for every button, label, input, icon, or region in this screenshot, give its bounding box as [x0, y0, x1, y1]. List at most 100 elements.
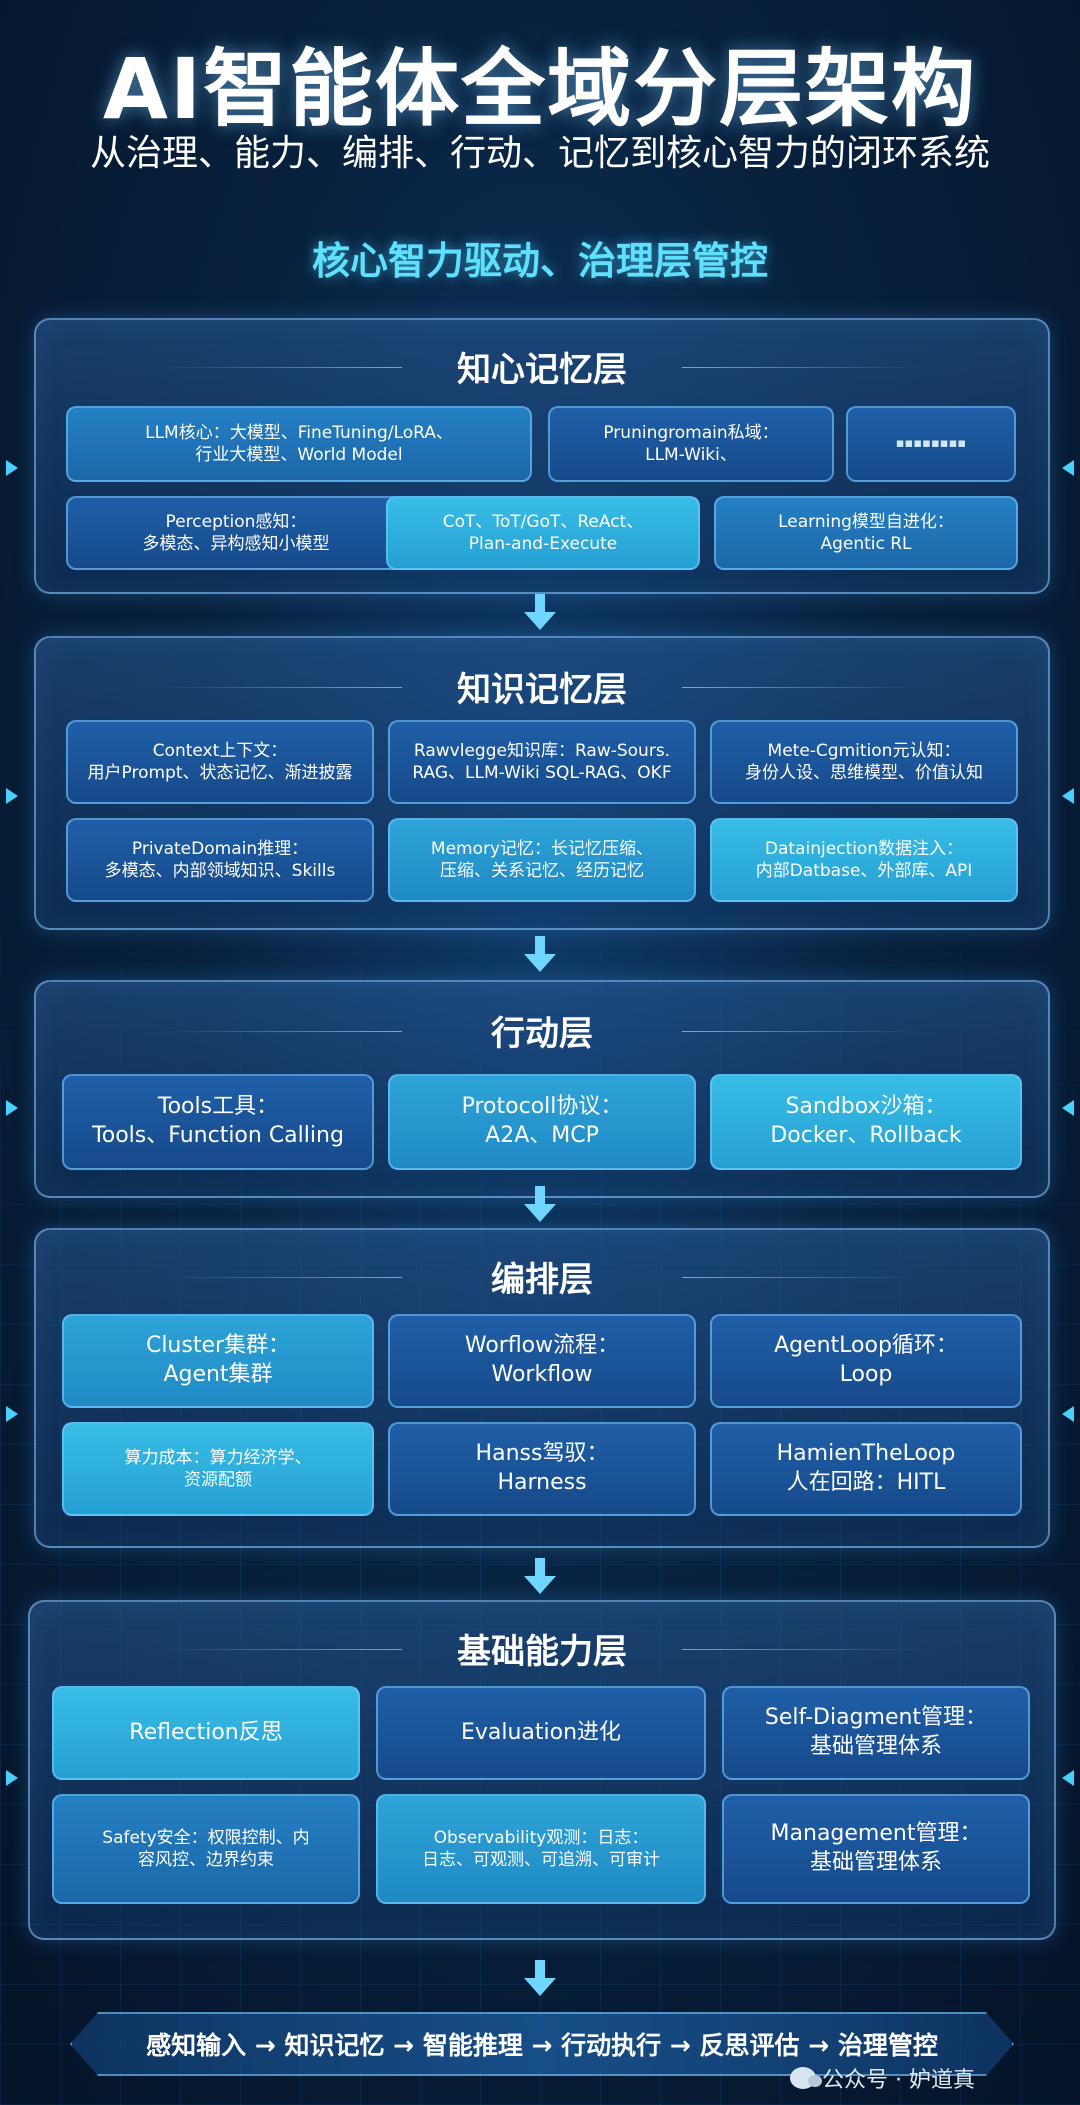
down-arrow-icon [524, 1558, 556, 1594]
layer-box: Perception感知： 多模态、异构感知小模型 [66, 496, 406, 570]
down-arrow-icon [524, 1186, 556, 1222]
box-line-2: 日志、可观测、可追溯、可审计 [422, 1850, 660, 1870]
layer-box: CoT、ToT/GoT、ReAct、 Plan-and-Execute [386, 496, 700, 570]
box-line-2: 人在回路：HITL [786, 1470, 946, 1495]
blurred-text-icon: ▪▪▪▪▪▪▪▪ [895, 435, 967, 451]
box-line-2: Tools、Function Calling [92, 1123, 344, 1148]
box-line-1: Cluster集群： [145, 1333, 291, 1359]
layer-box: Management管理： 基础管理体系 [722, 1794, 1030, 1904]
right-side-arrow-icon [1062, 1406, 1074, 1422]
layer-box: AgentLoop循环： Loop [710, 1314, 1022, 1408]
box-line-1: Worflow流程： [464, 1333, 620, 1359]
down-arrow-icon [524, 594, 556, 630]
box-line-2: 多模态、异构感知小模型 [142, 534, 330, 554]
flow-bar: 感知输入 → 知识记忆 → 智能推理 → 行动执行 → 反思评估 → 治理管控 [70, 2012, 1014, 2076]
layer-box: Memory记忆：长记忆压缩、 压缩、关系记忆、经历记忆 [388, 818, 696, 902]
box-line-2: RAG、LLM-Wiki SQL-RAG、OKF [412, 763, 672, 783]
box-line-1: Management管理： [770, 1821, 982, 1847]
layer-knowledge-memory: 知识记忆层 Context上下文： 用户Prompt、状态记忆、渐进披露 Raw… [34, 636, 1050, 930]
box-line-1: Evaluation进化 [460, 1719, 622, 1745]
layer-box: Evaluation进化 [376, 1686, 706, 1780]
layer-box: LLM核心：大模型、FineTuning/LoRA、 行业大模型、World M… [66, 406, 532, 482]
wechat-icon [790, 2067, 822, 2089]
layer-title: 编排层 [36, 1252, 1048, 1301]
box-line-1: Pruningromain私域： [603, 422, 779, 443]
right-side-arrow-icon [1062, 788, 1074, 804]
watermark-text: 公众号 · 妒道真 [822, 2068, 975, 2093]
box-line-2: Workflow [491, 1362, 593, 1387]
layer-box: Tools工具： Tools、Function Calling [62, 1074, 374, 1170]
box-line-1: 算力成本：算力经济学、 [124, 1447, 312, 1468]
left-side-arrow-icon [6, 1770, 18, 1786]
right-side-arrow-icon [1062, 460, 1074, 476]
down-arrow-icon [524, 936, 556, 972]
layer-box: Self-Diagment管理： 基础管理体系 [722, 1686, 1030, 1780]
box-line-1: PrivateDomain推理： [131, 838, 309, 859]
box-line-2: Harness [497, 1470, 587, 1495]
layer-box: Datainjection数据注入： 内部Datbase、外部库、API [710, 818, 1018, 902]
box-line-1: CoT、ToT/GoT、ReAct、 [442, 511, 644, 532]
box-line-2: 多模态、内部领域知识、Skills [104, 861, 336, 881]
layer-foundation: 基础能力层 Reflection反思 Evaluation进化 Self-Dia… [28, 1600, 1056, 1940]
right-side-arrow-icon [1062, 1770, 1074, 1786]
page-title: AI智能体全域分层架构 [102, 40, 978, 138]
layer-box: Hanss驾驭： Harness [388, 1422, 696, 1516]
down-arrow-icon [524, 1960, 556, 1996]
layer-box: Sandbox沙箱： Docker、Rollback [710, 1074, 1022, 1170]
flow-text: 感知输入 → 知识记忆 → 智能推理 → 行动执行 → 反思评估 → 治理管控 [146, 2031, 938, 2060]
layer-title: 知心记忆层 [36, 342, 1048, 391]
layer-box-blurred: ▪▪▪▪▪▪▪▪ [846, 406, 1016, 482]
box-line-2: 基础管理体系 [809, 1734, 942, 1759]
layer-box: Pruningromain私域： LLM-Wiki、 [548, 406, 834, 482]
box-line-2: LLM-Wiki、 [645, 445, 737, 465]
tagline: 核心智力驱动、治理层管控 [311, 239, 768, 283]
layer-box: Learning模型自进化： Agentic RL [714, 496, 1018, 570]
box-line-1: Self-Diagment管理： [764, 1705, 988, 1731]
box-line-2: Docker、Rollback [770, 1123, 962, 1148]
box-line-1: Hanss驾驭： [475, 1441, 609, 1467]
box-line-2: 基础管理体系 [809, 1850, 942, 1875]
box-line-1: HamienTheLoop [776, 1441, 956, 1467]
box-line-1: Tools工具： [157, 1094, 279, 1120]
box-line-2: 用户Prompt、状态记忆、渐进披露 [87, 763, 353, 783]
box-line-2: 行业大模型、World Model [195, 445, 403, 465]
page-subtitle: 从治理、能力、编排、行动、记忆到核心智力的闭环系统 [89, 133, 990, 174]
layer-title: 行动层 [36, 1006, 1048, 1055]
box-line-2: A2A、MCP [485, 1123, 599, 1148]
layer-box: Worflow流程： Workflow [388, 1314, 696, 1408]
layer-box: Protocoll协议： A2A、MCP [388, 1074, 696, 1170]
layer-action: 行动层 Tools工具： Tools、Function Calling Prot… [34, 980, 1050, 1198]
layer-box: Mete-Cgmition元认知： 身份人设、思维模型、价值认知 [710, 720, 1018, 804]
layer-box: Rawvlegge知识库：Raw-Sours. RAG、LLM-Wiki SQL… [388, 720, 696, 804]
box-line-1: Datainjection数据注入： [764, 838, 964, 859]
layer-box: HamienTheLoop 人在回路：HITL [710, 1422, 1022, 1516]
box-line-1: Perception感知： [165, 511, 307, 532]
left-side-arrow-icon [6, 460, 18, 476]
box-line-2: Loop [839, 1362, 893, 1387]
layer-box: Context上下文： 用户Prompt、状态记忆、渐进披露 [66, 720, 374, 804]
box-line-2: 身份人设、思维模型、价值认知 [745, 763, 983, 783]
layer-box: Reflection反思 [52, 1686, 360, 1780]
box-line-2: 内部Datbase、外部库、API [755, 861, 973, 881]
layer-title: 基础能力层 [30, 1624, 1054, 1673]
box-line-2: 资源配额 [184, 1470, 252, 1490]
layer-title: 知识记忆层 [36, 662, 1048, 711]
left-side-arrow-icon [6, 1100, 18, 1116]
box-line-1: Context上下文： [152, 740, 288, 761]
box-line-1: Learning模型自进化： [778, 511, 954, 532]
layer-box: Observability观测：日志： 日志、可观测、可追溯、可审计 [376, 1794, 706, 1904]
right-side-arrow-icon [1062, 1100, 1074, 1116]
box-line-1: AgentLoop循环： [774, 1333, 958, 1359]
box-line-1: Protocoll协议： [461, 1094, 623, 1120]
layer-box: Safety安全：权限控制、内 容风控、边界约束 [52, 1794, 360, 1904]
box-line-1: LLM核心：大模型、FineTuning/LoRA、 [145, 422, 453, 443]
box-line-1: Mete-Cgmition元认知： [767, 740, 961, 761]
layer-box: 算力成本：算力经济学、 资源配额 [62, 1422, 374, 1516]
left-side-arrow-icon [6, 1406, 18, 1422]
box-line-1: Reflection反思 [129, 1719, 283, 1745]
box-line-2: Plan-and-Execute [468, 534, 618, 554]
layer-box: Cluster集群： Agent集群 [62, 1314, 374, 1408]
layer-box: PrivateDomain推理： 多模态、内部领域知识、Skills [66, 818, 374, 902]
box-line-2: 容风控、边界约束 [138, 1850, 274, 1870]
box-line-2: Agent集群 [163, 1362, 273, 1387]
